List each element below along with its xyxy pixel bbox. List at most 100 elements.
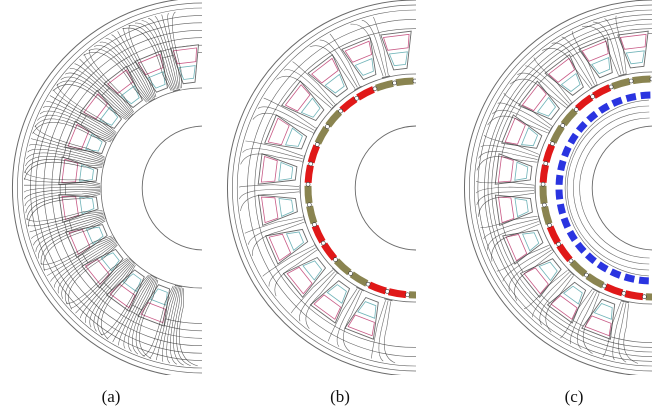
rotor-magnet-segment [611,77,631,90]
tooth-flux-line [43,236,113,270]
tooth-flux-line [170,287,180,365]
coil-inner [388,51,408,67]
tooth-flux-line [276,75,332,109]
tooth-flux-line [166,287,179,364]
stator-slot [257,194,298,227]
tooth-flux-line [284,69,334,107]
coil-outer [619,33,647,50]
tooth-flux-line [483,134,540,155]
rotor-magnet-segment [307,144,320,164]
coil-inner [300,97,321,118]
rotor-magnet-segment [624,290,644,301]
tooth-flux-line [139,279,159,359]
tooth-flux-line [161,286,178,362]
stator-slot [617,30,649,69]
tooth-flux-line [350,23,384,77]
tooth-flux-line [483,218,539,240]
coil-inner [278,161,294,181]
magnet-gap-marker [385,289,390,294]
coil-inner [79,196,95,215]
magnet-gap-marker [325,124,330,129]
coil-outer [313,294,342,320]
tooth-flux-line [64,72,130,118]
tooth-flux-line [602,301,622,358]
stator-slot [81,248,124,289]
tooth-flux-line [492,109,550,131]
rotor-magnet-segment [325,109,343,128]
rotor-flux-line [564,99,649,277]
tooth-flux-line [371,300,386,359]
tooth-flux-line [517,72,568,106]
coil-inner [100,252,120,272]
tooth-flux-line [292,61,336,105]
inner-magnet-segment [555,174,564,185]
tooth-flux-line [475,186,535,194]
tooth-flux-line [75,259,130,314]
stator-slot [502,229,544,265]
tooth-flux-line [132,278,156,355]
rotor-magnet-segment [604,283,624,297]
yoke-flux-line [247,19,416,357]
inner-magnet-segment [596,261,609,273]
rotor-bore [141,125,202,251]
magnet-gap-marker [392,80,397,86]
coil-outer [268,233,292,262]
tooth-flux-line [26,192,101,221]
inner-magnet-segment [566,230,578,242]
tooth-flux-line [97,264,135,336]
tooth-tip [150,274,158,279]
tooth-flux-line [27,148,104,163]
tooth-flux-line [577,292,597,350]
rotor-magnet-segment [592,84,612,99]
tooth-flux-line [32,122,112,143]
coil-inner [522,232,540,252]
tooth-tip [172,88,181,92]
magnet-gap-marker [308,161,314,167]
tooth-flux-line [480,215,538,228]
rotor-magnet-segment [541,205,553,225]
tooth-flux-line [514,251,554,301]
stator-slot [265,228,309,265]
tooth-tip [148,98,156,103]
tooth-flux-line [111,34,153,99]
magnet-gap-marker [312,222,317,227]
tooth-tip [620,300,630,304]
stator-outer-edge [464,0,652,375]
magnet-gap-marker [354,95,360,101]
air-gap-boundary [100,87,202,289]
rotor-bore [354,125,416,251]
coil-inner [591,57,611,75]
rotor-magnet-segment [542,143,556,163]
yoke-flux-line [236,9,416,367]
magnet-gap-marker [601,283,607,289]
tooth-flux-line [268,247,316,287]
tooth-flux-line [106,275,150,339]
rotor-flux-line [579,117,650,259]
tooth-flux-line [80,260,131,319]
tooth-flux-line [343,290,363,352]
magnet-gap-marker [621,290,627,296]
magnet-gap-marker [628,78,634,84]
tooth-tip [381,75,391,79]
coil-inner [357,301,377,319]
coil-inner [560,72,581,92]
tooth-tip [384,298,393,302]
yoke-flux-line [473,9,652,367]
tooth-flux-line [173,287,184,366]
tooth-flux-line [252,221,305,256]
tooth-flux-line [496,245,549,272]
tooth-flux-line [29,212,104,233]
tooth-flux-line [43,220,106,272]
tooth-flux-line [328,288,358,342]
tooth-flux-line [23,186,101,193]
stator-slot [380,30,412,71]
tooth-flux-line [305,273,337,329]
tooth-flux-line [85,261,132,323]
tooth-flux-line [24,190,101,207]
rotor-magnet-segment [645,293,652,301]
tooth-flux-line [65,257,128,304]
tooth-flux-line [122,27,172,91]
tooth-flux-line [64,243,117,305]
tooth-flux-line [167,13,181,89]
stator-outer-edge [11,0,180,375]
